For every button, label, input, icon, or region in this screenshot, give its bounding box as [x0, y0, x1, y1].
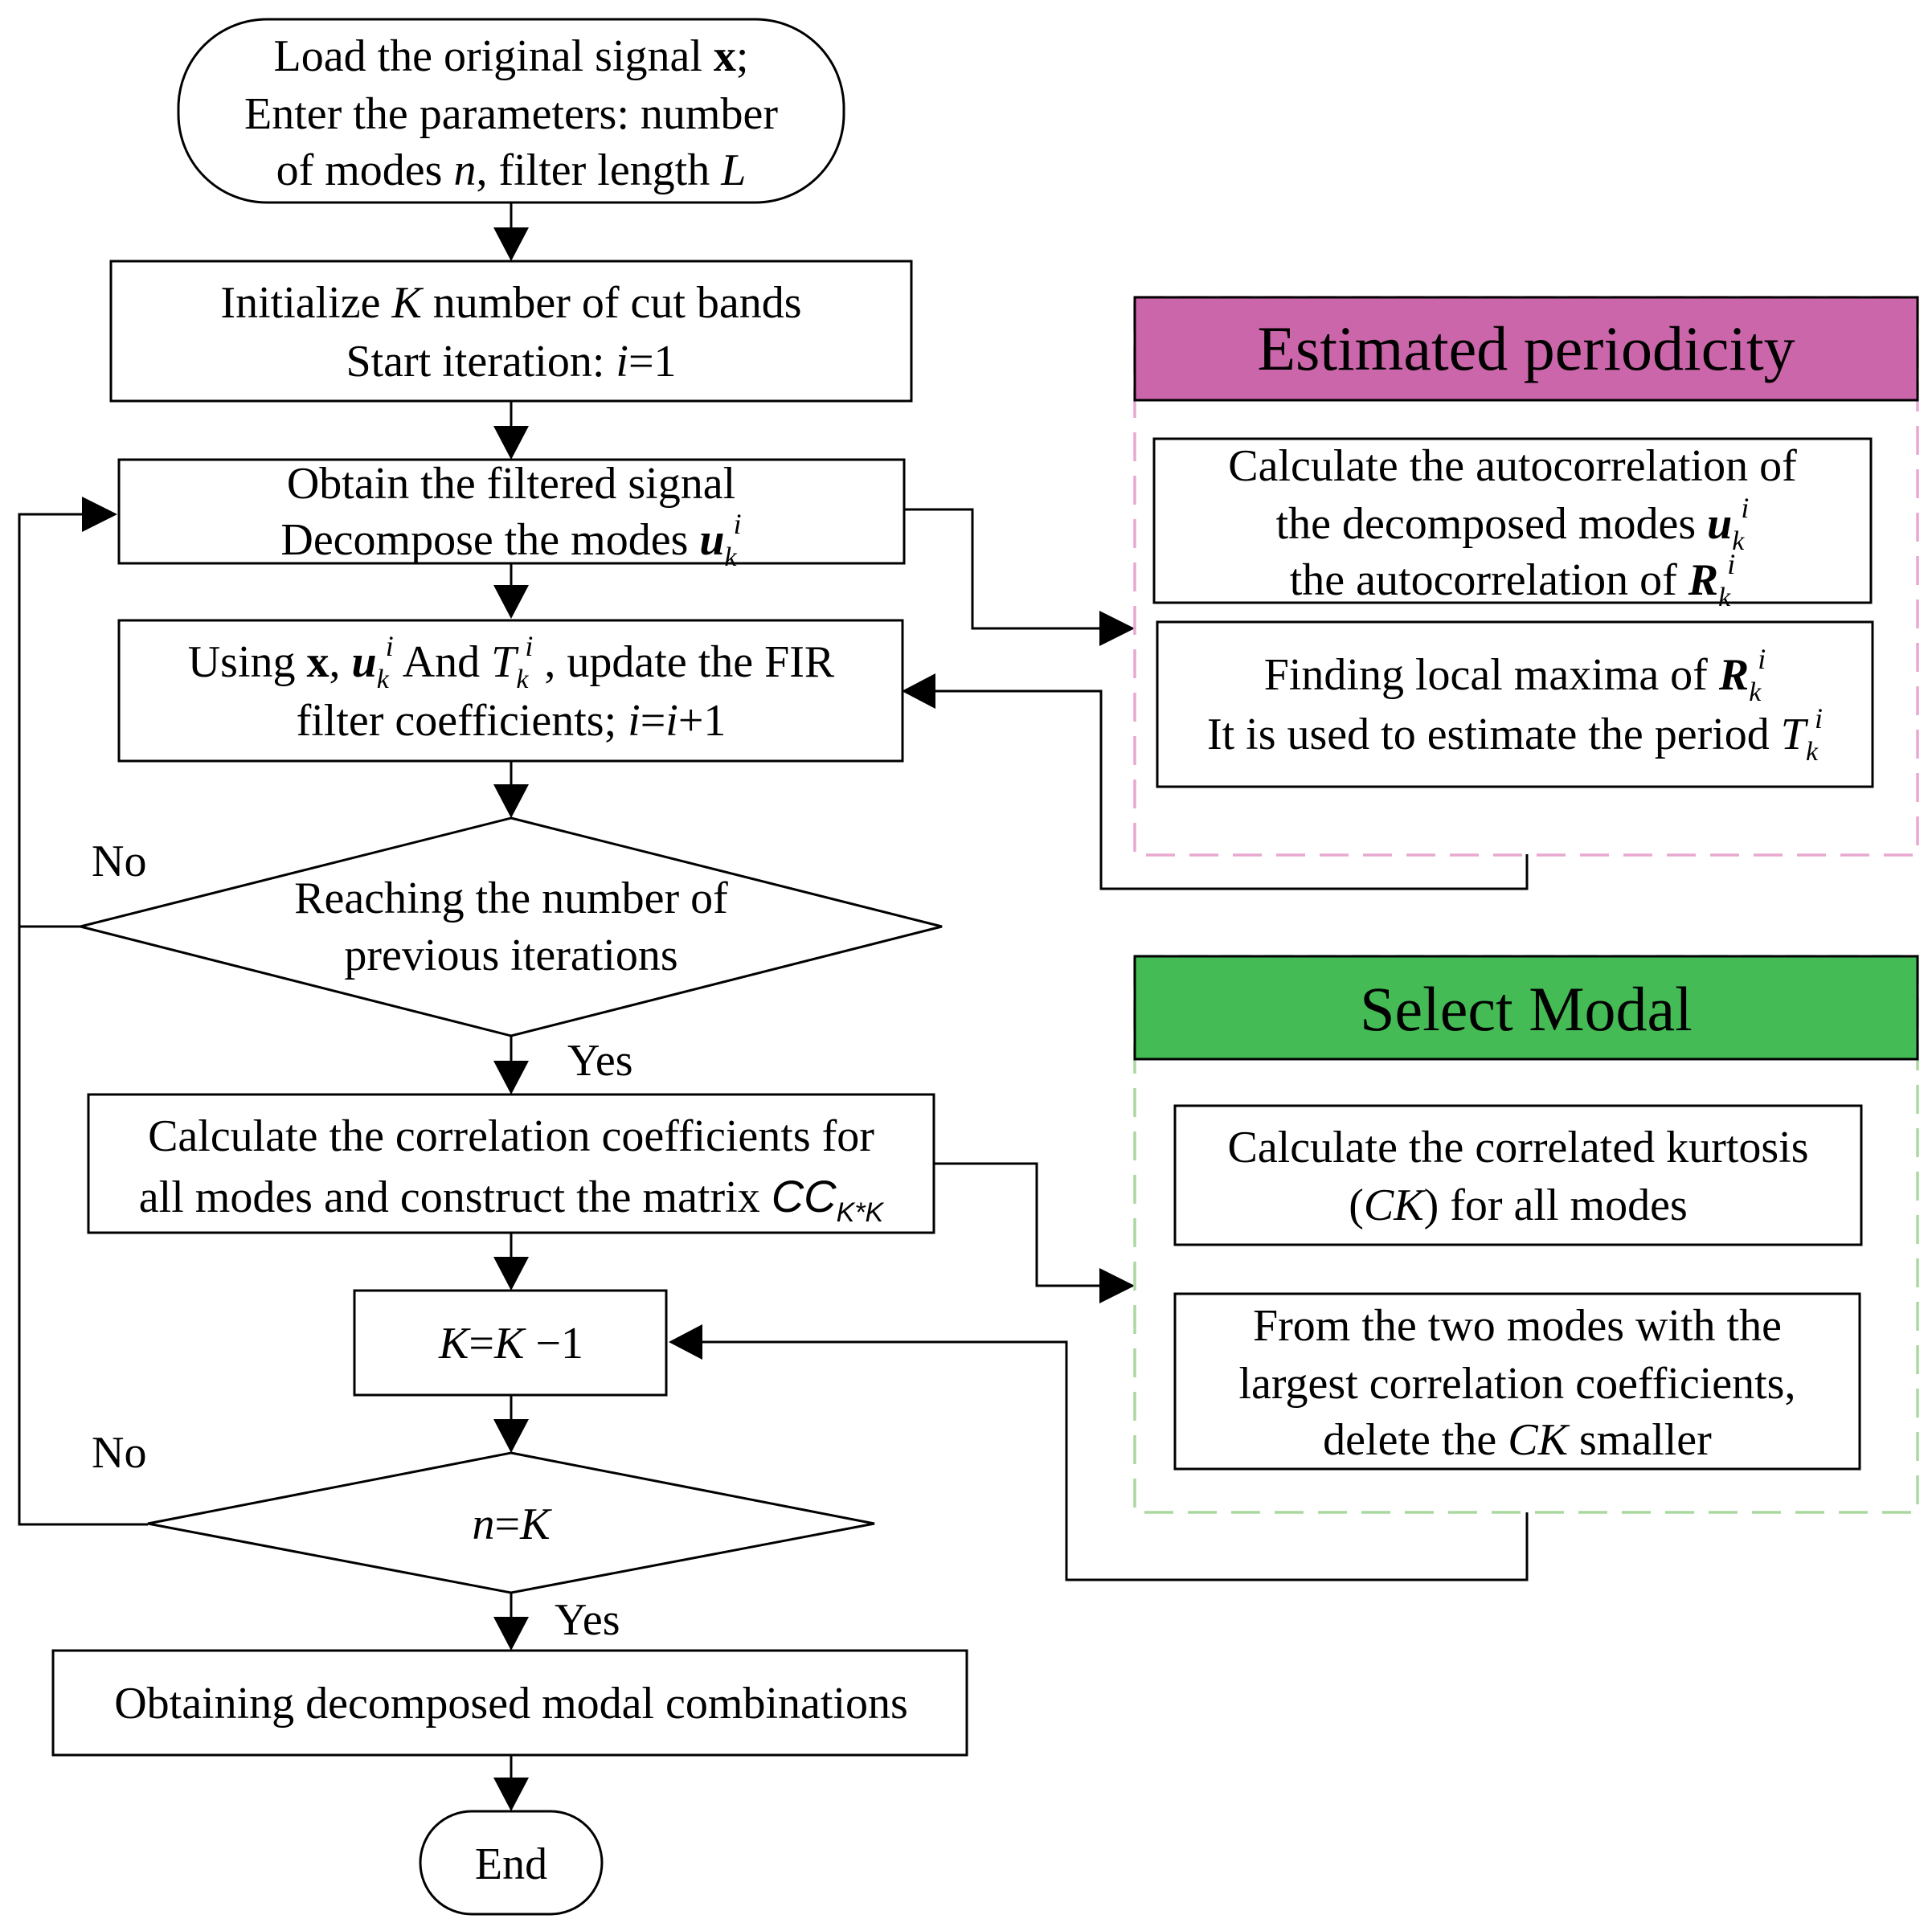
modal-box2-line1: From the two modes with the — [1253, 1301, 1782, 1351]
start-shape — [177, 18, 845, 204]
modal-panel-title: Select Modal — [1360, 974, 1693, 1044]
arrow-init-obtain — [493, 426, 529, 460]
correlation-line2: all modes and construct the matrix CCK*K — [139, 1171, 885, 1228]
start-line3: of modes n, filter length L — [276, 145, 747, 195]
obtain-line1: Obtain the filtered signal — [287, 459, 735, 509]
decision1-shape — [80, 816, 943, 1037]
periodicity-box2 — [1156, 620, 1874, 788]
periodicity-box1-line3: the autocorrelation of Rki — [1290, 548, 1735, 612]
periodicity-panel-title: Estimated periodicity — [1257, 313, 1795, 383]
obtaining-node: Obtaining decomposed modal combinations — [51, 1649, 968, 1757]
connector-periodicity-update — [934, 689, 1529, 890]
connector-correlation-modal — [934, 1162, 1101, 1287]
decision1-yes-label: Yes — [567, 1036, 632, 1086]
arrow-decision2-obtaining — [493, 1617, 529, 1651]
modal-box1 — [1173, 1104, 1863, 1246]
decision2-no-label: No — [92, 1428, 146, 1478]
decision1-node: Reaching the number of previous iteratio… — [80, 816, 943, 1086]
obtain-line2: Decompose the modes uki — [280, 508, 741, 572]
modal-box2 — [1173, 1292, 1861, 1471]
arrow-decrement-decision2 — [493, 1419, 529, 1453]
connector-decision1-no-loop — [18, 513, 84, 928]
arrow-start-init — [493, 227, 529, 261]
modal-panel: Select Modal Calculate the correlated ku… — [1133, 955, 1919, 1514]
end-text: End — [475, 1839, 547, 1889]
arrow-obtain-update — [493, 585, 529, 619]
decision2-shape — [147, 1451, 875, 1594]
update-line1: Using x, uki And Tki , update the FIR — [188, 630, 835, 694]
arrow-decision1-correlation — [493, 1061, 529, 1094]
arrow-correlation-modal — [1099, 1268, 1135, 1303]
init-shape — [109, 260, 913, 403]
end-shape — [419, 1810, 604, 1916]
correlation-shape — [87, 1093, 935, 1234]
correlation-line1: Calculate the correlation coefficients f… — [148, 1111, 874, 1161]
decrement-shape — [353, 1289, 668, 1397]
start-node: Load the original signal x; Enter the pa… — [177, 18, 845, 204]
connector-decision2-no-loop — [18, 927, 148, 1526]
periodicity-panel-header — [1133, 296, 1919, 402]
arrow-obtain-periodicity — [1099, 611, 1135, 646]
arrow-modal-decrement — [669, 1324, 702, 1360]
end-node: End — [419, 1810, 604, 1916]
obtaining-text: Obtaining decomposed modal combinations — [114, 1679, 908, 1729]
decision1-line2: previous iterations — [344, 931, 677, 980]
modal-box2-line2: largest correlation coefficients, — [1239, 1359, 1796, 1409]
init-line2: Start iteration: i=1 — [346, 337, 676, 387]
periodicity-box1-line1: Calculate the autocorrelation of — [1228, 441, 1797, 491]
periodicity-box2-line2: It is used to estimate the period Tki — [1207, 702, 1823, 767]
modal-box1-line2: (CK) for all modes — [1349, 1180, 1687, 1230]
decision2-text: n=K — [473, 1499, 553, 1549]
modal-box2-line3: delete the CK smaller — [1323, 1415, 1712, 1465]
periodicity-box2-line1: Finding local maxima of Rki — [1264, 643, 1766, 707]
periodicity-box1-line2: the decomposed modes uki — [1276, 492, 1750, 556]
arrow-obtaining-end — [493, 1778, 529, 1811]
arrow-loop-obtain — [82, 497, 117, 532]
arrow-periodicity-update — [902, 673, 935, 709]
modal-box1-line1: Calculate the correlated kurtosis — [1227, 1123, 1808, 1172]
start-line1: Load the original signal x; — [274, 31, 749, 81]
periodicity-panel: Estimated periodicity Calculate the auto… — [1133, 296, 1919, 857]
connector-modal-decrement — [701, 1340, 1529, 1581]
correlation-node: Calculate the correlation coefficients f… — [87, 1093, 935, 1234]
modal-panel-header — [1133, 955, 1919, 1061]
init-node: Initialize K number of cut bands Start i… — [109, 260, 913, 403]
update-line2: filter coefficients; i=i+1 — [297, 696, 727, 746]
decrement-text: K=K −1 — [438, 1319, 583, 1369]
update-node: Using x, uki And Tki , update the FIR fi… — [117, 619, 904, 763]
arrow-correlation-decrement — [493, 1257, 529, 1291]
decision1-line1: Reaching the number of — [294, 873, 728, 923]
init-line1: Initialize K number of cut bands — [220, 278, 801, 328]
decrement-node: K=K −1 — [353, 1289, 668, 1397]
decision2-yes-label: Yes — [555, 1595, 620, 1645]
connectors — [18, 203, 1529, 1811]
update-shape — [117, 619, 904, 763]
start-line2: Enter the parameters: number — [244, 89, 778, 139]
obtaining-shape — [51, 1649, 968, 1757]
obtain-node: Obtain the filtered signal Decompose the… — [117, 458, 906, 572]
decision1-no-label: No — [92, 837, 146, 886]
periodicity-box1 — [1152, 437, 1873, 604]
arrow-update-decision1 — [493, 784, 529, 818]
obtain-shape — [117, 458, 906, 565]
connector-obtain-periodicity — [904, 508, 1101, 630]
decision2-node: n=K No Yes — [92, 1428, 875, 1645]
